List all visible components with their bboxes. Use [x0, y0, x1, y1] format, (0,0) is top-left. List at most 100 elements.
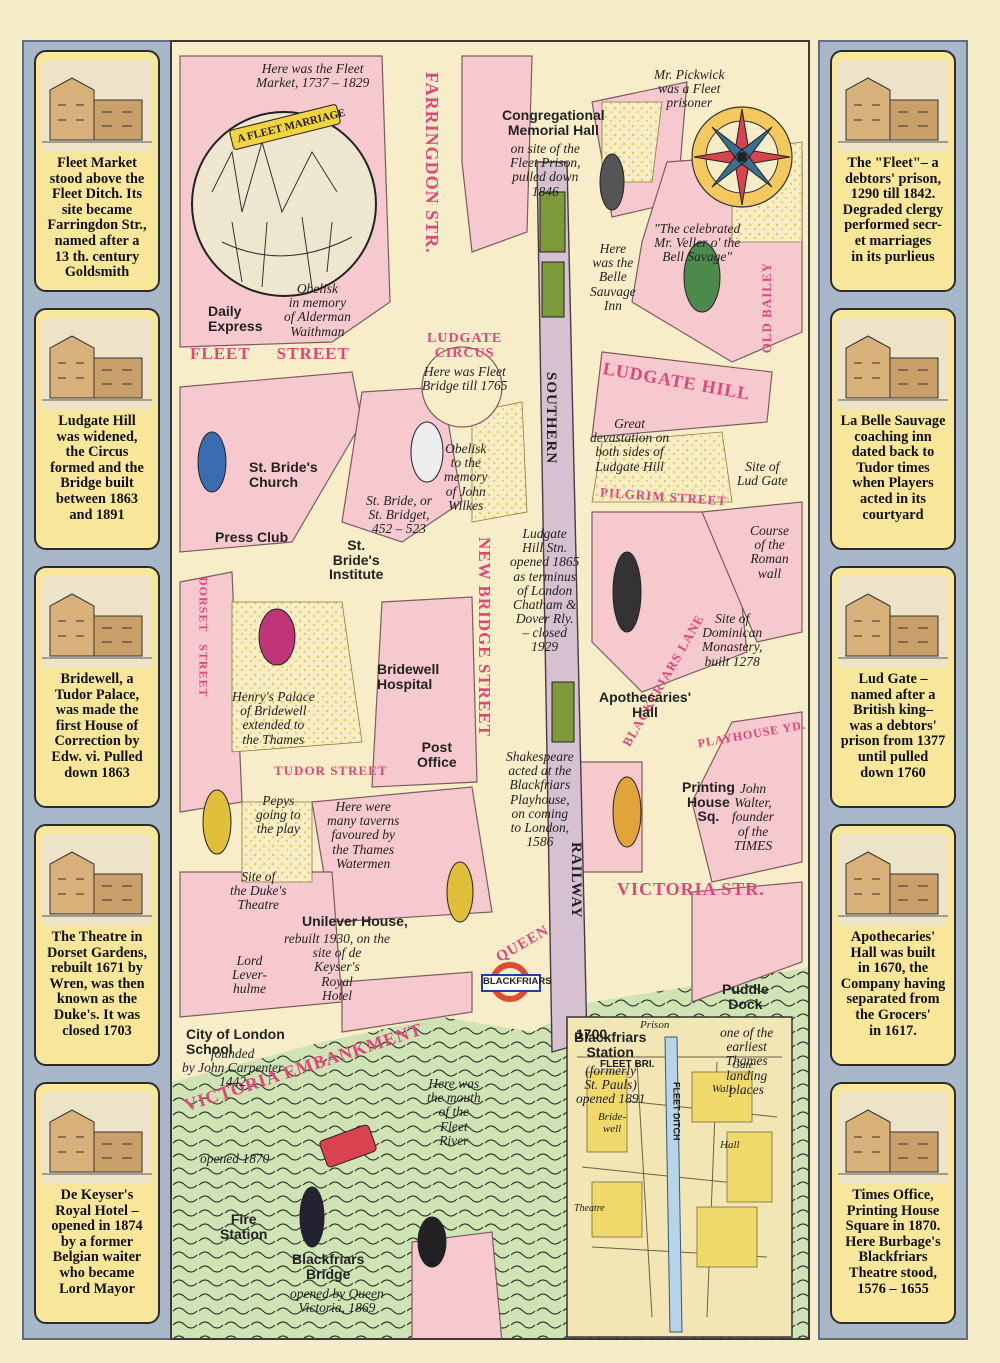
inset-fleet-bri-label: FLEET BRI.: [600, 1059, 655, 1070]
ludgate-hill-picture: [42, 318, 152, 410]
city-school-label: City of London School: [186, 1026, 285, 1057]
right-info-panel: Lud Gate – named after a British king– w…: [830, 566, 956, 808]
press-club-label: Press Club: [215, 529, 289, 545]
left-panel-caption: Bridewell, a Tudor Palace, was made the …: [51, 671, 143, 781]
note-ludgate-station: Ludgate Hill Stn. opened 1865 as terminu…: [510, 526, 580, 655]
train-illustrations: [539, 191, 575, 743]
blackfriars-station-label: Blackfriars Station: [574, 1029, 647, 1060]
left-info-panel: De Keyser's Royal Hotel – opened in 1874…: [34, 1082, 160, 1324]
inset-map-1700: [566, 1016, 793, 1338]
note-dukes-theatre: Site of the Duke's Theatre: [230, 869, 287, 913]
note-embankment: opened 1870: [200, 1151, 270, 1166]
left-info-panel: Fleet Market stood above the Fleet Ditch…: [34, 50, 160, 292]
printing-house-sq-label: Printing House Sq.: [682, 779, 735, 825]
left-panel-column: Fleet Market stood above the Fleet Ditch…: [22, 40, 172, 1340]
street-dorset: DORSET STREET: [196, 577, 211, 698]
compass-rose: [691, 106, 793, 208]
inset-gate-label: Gate: [732, 1059, 754, 1071]
right-info-panel: La Belle Sauvage coaching inn dated back…: [830, 308, 956, 550]
lud-gate-picture: [838, 576, 948, 668]
belle-sauvage-picture: [838, 318, 948, 410]
note-st-bride: St. Bride, or St. Bridget, 452 – 523: [366, 493, 432, 537]
daily-express-label: Daily Express: [208, 303, 263, 334]
right-panel-caption: Apothecaries' Hall was built in 1670, th…: [840, 929, 946, 1039]
right-info-panel: The "Fleet"– a debtors' prison, 1290 til…: [830, 50, 956, 292]
note-pepys: Pepys going to the play: [256, 793, 301, 837]
times-office-picture: [838, 1092, 948, 1184]
underground-sign-text: BLACKFRIARS: [483, 976, 552, 987]
street-new-bridge: NEW BRIDGE STREET: [474, 537, 494, 737]
bridewell-picture: [42, 576, 152, 668]
post-office-label: Post Office: [417, 739, 457, 770]
street-farringdon: FARRINGDON STR.: [421, 72, 442, 254]
fleet-marriage-medallion: [191, 111, 377, 297]
apothecaries-hall-picture: [838, 834, 948, 926]
street-map: FARRINGDON STR. FLEET STREET LUDGATE CIR…: [170, 40, 810, 1340]
street-fleet: FLEET STREET: [190, 344, 350, 363]
right-panel-caption: Times Office, Printing House Square in 1…: [845, 1187, 941, 1297]
note-city-school: founded by John Carpenter 1442: [182, 1046, 284, 1090]
puddle-dock-label: Puddle Dock: [722, 981, 769, 1012]
map-base: [172, 55, 808, 1338]
note-pickwick: Mr. Pickwick was a Fleet prisoner: [654, 67, 725, 111]
note-dominican: Site of Dominican Monastery, built 1278: [702, 611, 763, 669]
fire-station-label: Fire Station: [220, 1211, 268, 1242]
left-panel-caption: Fleet Market stood above the Fleet Ditch…: [47, 155, 147, 281]
note-belle-sauvage: Here was the Belle Sauvage Inn: [590, 241, 636, 313]
left-panel-caption: Ludgate Hill was widened, the Circus for…: [50, 413, 144, 523]
apothecaries-hall-label: Apothecaries' Hall: [599, 689, 692, 720]
note-fleet-market: Here was the Fleet Market, 1737 – 1829: [256, 61, 370, 91]
note-john-walter: John Walter, founder of the TIMES: [732, 781, 774, 853]
note-shakespeare: Shakespeare acted at the Blackfriars Pla…: [506, 749, 574, 850]
note-puddle-dock: one of the earliest Thames landing place…: [720, 1025, 774, 1097]
inset-bridewell-label: Bride- well: [598, 1111, 627, 1135]
note-obelisk-waithman: Obelisk in memory of Alderman Waithman: [284, 281, 351, 339]
unilever-house-label: Unilever House,: [302, 913, 408, 929]
inset-wall-label: Wall: [712, 1083, 732, 1095]
congregational-hall-label: Congregational Memorial Hall: [502, 107, 605, 138]
note-devastation: Great devastation on both sides of Ludga…: [590, 416, 670, 474]
note-fleet-mouth: Here was the mouth of the Fleet River: [427, 1076, 481, 1148]
southern-railway-label: SOUTHERN: [542, 372, 559, 465]
note-bridge: opened by Queen Victoria, 1869: [290, 1286, 384, 1316]
street-old-bailey: OLD BAILEY: [759, 262, 774, 354]
blackfriars-bridge-label: Blackfriars Bridge: [292, 1251, 365, 1282]
right-panel-caption: Lud Gate – named after a British king– w…: [840, 671, 946, 781]
note-roman-wall: Course of the Roman wall: [750, 523, 790, 581]
inset-theatre-label: Theatre: [574, 1203, 605, 1214]
street-tudor: TUDOR STREET: [274, 763, 388, 778]
fleet-market-picture: [42, 60, 152, 152]
railway-label: RAILWAY: [567, 842, 584, 919]
st-brides-institute-label: St. Bride's Institute: [329, 537, 384, 583]
dorset-theatre-picture: [42, 834, 152, 926]
right-info-panel: Times Office, Printing House Square in 1…: [830, 1082, 956, 1324]
figure-illustrations: [197, 153, 721, 1268]
note-station: (formerly St. Pauls) opened 1891: [576, 1063, 646, 1107]
left-info-panel: The Theatre in Dorset Gardens, rebuilt 1…: [34, 824, 160, 1066]
inset-fleet-ditch-label: FLEET DITCH: [671, 1082, 682, 1141]
ludgate-circus-label: LUDGATE CIRCUS: [427, 331, 503, 361]
st-brides-church-label: St. Bride's Church: [249, 459, 318, 490]
note-unilever: rebuilt 1930, on the site of de Keyser's…: [284, 931, 390, 1003]
note-obelisk-wilkes: Obelisk to the memory of John Wilkes: [444, 441, 488, 513]
note-taverns: Here were many taverns favoured by the T…: [327, 799, 400, 871]
inset-year-label: 1700: [576, 1026, 608, 1042]
note-veller: "The celebrated Mr. Veller o' the Bell S…: [654, 221, 741, 265]
street-victoria: VICTORIA STR.: [617, 879, 765, 899]
note-lud-gate: Site of Lud Gate: [737, 459, 788, 489]
left-panel-caption: The Theatre in Dorset Gardens, rebuilt 1…: [46, 929, 148, 1039]
right-panel-caption: The "Fleet"– a debtors' prison, 1290 til…: [842, 155, 944, 265]
left-info-panel: Bridewell, a Tudor Palace, was made the …: [34, 566, 160, 808]
left-panel-caption: De Keyser's Royal Hotel – opened in 1874…: [51, 1187, 143, 1297]
inset-prison-label: Prison: [640, 1019, 670, 1031]
ludgate-circus: [421, 346, 503, 428]
inset-hall-label: Hall: [720, 1139, 740, 1151]
note-fleet-bridge: Here was Fleet Bridge till 1765: [422, 364, 508, 394]
royal-hotel-picture: [42, 1092, 152, 1184]
fleet-prison-picture: [838, 60, 948, 152]
left-info-panel: Ludgate Hill was widened, the Circus for…: [34, 308, 160, 550]
note-congregational: on site of the Fleet Prison, pulled down…: [510, 141, 581, 199]
bridewell-hospital-label: Bridewell Hospital: [377, 661, 440, 692]
right-panel-caption: La Belle Sauvage coaching inn dated back…: [840, 413, 946, 523]
